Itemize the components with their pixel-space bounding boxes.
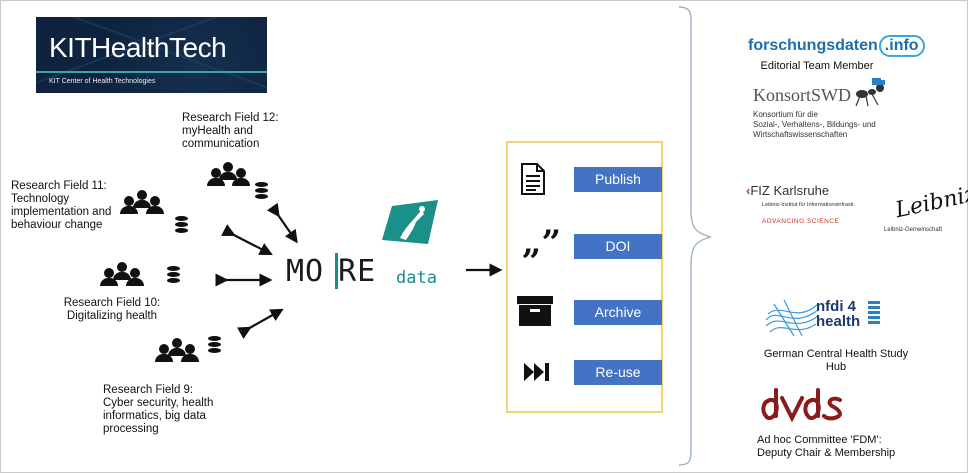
publish-button[interactable]: Publish: [574, 167, 662, 192]
research-field-10: Research Field 10: Digitalizing health: [63, 297, 161, 322]
curly-brace: [678, 6, 712, 466]
fiz-karlsruhe-logo: ‹FIZ Karlsruhe: [746, 183, 830, 198]
ant-icon: [855, 78, 885, 107]
forschungsdaten-role: Editorial Team Member: [760, 60, 874, 72]
nfdi-stripes: [868, 301, 880, 324]
forschungsdaten-logo: forschungsdaten.info: [748, 35, 925, 57]
konsortswd-description: Konsortium für die Sozial-, Verhaltens-,…: [753, 110, 876, 139]
leibniz-subtitle: Leibniz-Gemeinschaft: [884, 227, 943, 233]
reuse-button[interactable]: Re-use: [574, 360, 662, 385]
archive-box-icon: [517, 296, 553, 326]
research-field-9: Research Field 9: Cyber security, health…: [103, 384, 214, 435]
dvds-logo: [761, 388, 842, 423]
fiz-subtitle: Leibniz-Institut für Informationsinfrast…: [762, 202, 856, 208]
double-arrow: [237, 308, 284, 339]
archive-button[interactable]: Archive: [574, 300, 662, 325]
double-arrow: [266, 202, 298, 244]
quote-icon: „”: [522, 223, 562, 263]
kit-healthtech-logo: KITHealthTech KIT Center of Health Techn…: [36, 17, 267, 93]
fiz-tagline: ADVANCING SCIENCE: [762, 218, 840, 225]
dvds-caption: Ad hoc Committee 'FDM': Deputy Chair & M…: [757, 434, 896, 459]
research-field-11: Research Field 11: Technology implementa…: [11, 180, 112, 231]
doi-button[interactable]: DOI: [574, 234, 662, 259]
konsortswd-logo: KonsortSWD: [753, 85, 851, 105]
database-icon: [208, 336, 221, 353]
double-arrow: [221, 224, 273, 256]
skip-forward-icon: [524, 363, 549, 381]
more-data-logo-mark: [382, 200, 438, 244]
more-logo-data: data: [396, 268, 437, 288]
nfdi4health-mark: [765, 299, 819, 337]
document-icon: [521, 163, 545, 195]
research-field-12: Research Field 12: myHealth and communic…: [182, 112, 279, 150]
database-icon: [175, 216, 188, 233]
kit-subtitle: KIT Center of Health Technologies: [49, 78, 156, 85]
database-icon: [167, 266, 180, 283]
services-box: [506, 141, 663, 413]
nfdi4health-caption: German Central Health Study Hub: [763, 348, 909, 373]
database-icon: [255, 182, 268, 199]
nfdi4health-logo: nfdi 4 health: [816, 298, 861, 330]
kit-title: KITHealthTech: [49, 32, 227, 63]
more-logo-divider: [335, 253, 338, 289]
